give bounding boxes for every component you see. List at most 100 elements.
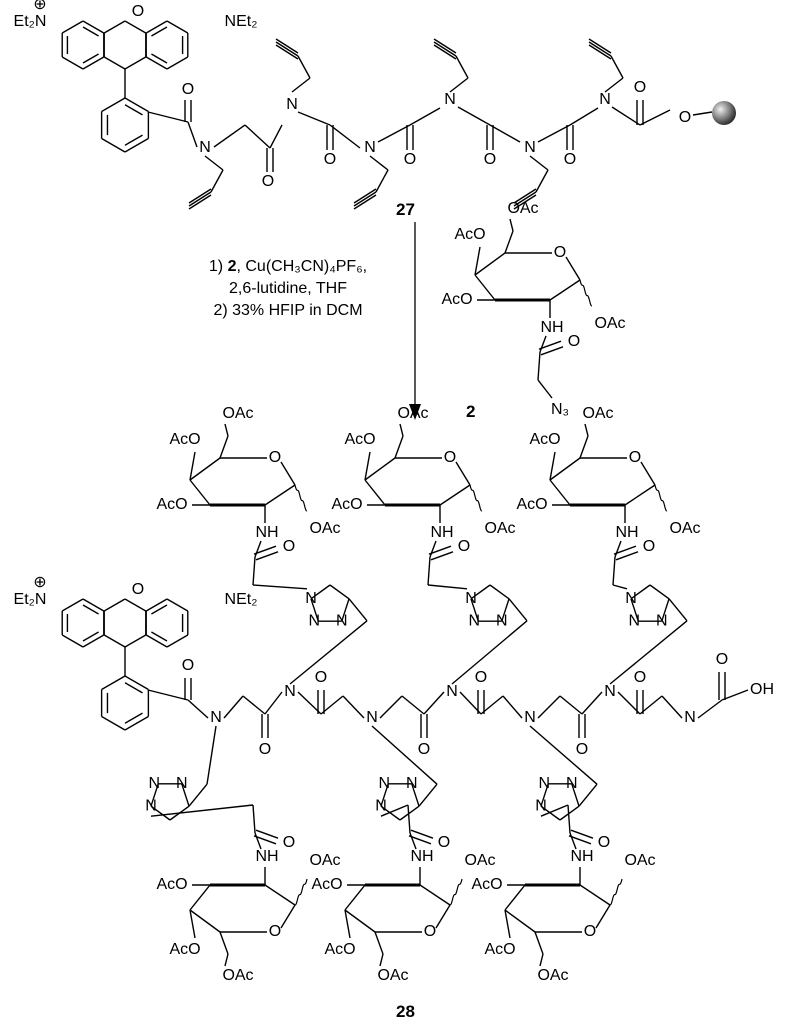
reaction-conditions: 1) 2, Cu(CH₃CN)₄PF₆, 2,6-lutidine, THF 2…	[168, 256, 408, 322]
bond	[188, 188, 212, 204]
bond	[457, 106, 491, 126]
bond	[150, 783, 159, 807]
amide-nh-label: NH	[615, 524, 638, 541]
bond	[187, 699, 209, 719]
bond	[364, 457, 396, 481]
bond	[124, 104, 143, 116]
bond	[535, 169, 549, 193]
acetoxy-label: AcO	[344, 431, 375, 448]
azide-label: N₃	[551, 401, 569, 418]
bond	[188, 191, 212, 207]
triazole-nitrogen: N	[176, 775, 188, 792]
bond	[166, 634, 189, 648]
bond	[380, 783, 389, 807]
ring-oxygen: O	[444, 449, 456, 466]
wavy-bond	[609, 878, 623, 906]
bond	[427, 584, 468, 590]
bond	[187, 121, 198, 148]
bond	[379, 695, 403, 719]
bond	[661, 695, 683, 719]
condition-step-2: 2) 33% HFIP in DCM	[213, 302, 363, 319]
acetoxy-label: OAc	[309, 852, 340, 869]
bond	[588, 44, 612, 60]
triazole-nitrogen: N	[336, 612, 348, 629]
carbonyl-oxygen: O	[182, 657, 194, 674]
bond	[224, 953, 229, 967]
bond	[584, 423, 589, 437]
carbonyl-oxygen: O	[576, 741, 588, 758]
bond	[166, 598, 189, 612]
bond	[252, 584, 308, 590]
diethylamino-label: NEt₂	[225, 591, 258, 608]
bond	[427, 556, 431, 586]
acetoxy-label: OAc	[222, 405, 253, 422]
bond	[145, 598, 168, 612]
acetoxy-label: AcO	[516, 496, 547, 513]
bond	[255, 551, 279, 561]
bond	[559, 695, 583, 715]
bond	[559, 805, 580, 821]
bond	[537, 124, 571, 143]
bond	[504, 909, 511, 939]
carbonyl-oxygen: O	[283, 538, 295, 555]
bond	[124, 634, 147, 648]
amide-nh-label: NH	[255, 848, 278, 865]
bond	[614, 540, 622, 558]
condition-step-1: 1) 2, Cu(CH₃CN)₄PF₆,	[168, 256, 408, 278]
ring-oxygen: O	[424, 923, 436, 940]
bond	[470, 598, 479, 622]
acetoxy-label: OAc	[582, 405, 613, 422]
bond	[411, 783, 420, 807]
triazole-nitrogen: N	[308, 612, 320, 629]
acetoxy-label: OAc	[669, 520, 700, 537]
triazole-nitrogen: N	[535, 797, 547, 814]
carbonyl-oxygen: O	[458, 538, 470, 555]
bond	[210, 169, 224, 193]
bond	[529, 155, 549, 171]
bond	[513, 194, 537, 210]
ring-oxygen: O	[269, 449, 281, 466]
bond	[253, 545, 277, 555]
carbonyl-oxygen: O	[438, 834, 450, 851]
triazole-nitrogen: N	[465, 590, 477, 607]
bond	[613, 545, 637, 555]
triazole-nitrogen: N	[566, 775, 578, 792]
bond	[502, 695, 523, 719]
triazole-nitrogen: N	[145, 797, 157, 814]
ring-oxygen: O	[554, 244, 566, 261]
bond	[504, 909, 536, 933]
bond	[408, 835, 432, 845]
bond	[280, 904, 296, 929]
bond	[401, 695, 425, 715]
bond	[364, 451, 371, 481]
bond	[549, 451, 556, 481]
bond	[188, 783, 208, 807]
bond	[399, 805, 420, 821]
bond	[565, 256, 581, 281]
bond	[508, 598, 528, 622]
bond	[470, 584, 491, 600]
bond	[430, 551, 454, 561]
bond	[242, 695, 266, 715]
bond	[181, 783, 190, 807]
bond	[291, 77, 311, 93]
bond	[61, 634, 84, 648]
acetoxy-label: OAc	[594, 315, 625, 332]
bond	[124, 134, 143, 146]
bond	[254, 832, 262, 850]
bond	[297, 691, 322, 715]
acetoxy-label: AcO	[484, 941, 515, 958]
bond	[254, 540, 262, 558]
amide-nh-label: NH	[255, 524, 278, 541]
bond	[82, 20, 105, 34]
bond	[264, 884, 296, 906]
wavy-bond	[449, 878, 463, 906]
arrow-head-icon	[409, 404, 421, 420]
bond	[649, 584, 670, 600]
bond	[189, 884, 211, 911]
bond	[489, 584, 510, 600]
bond	[101, 675, 126, 691]
bond	[615, 551, 639, 561]
bond	[82, 634, 105, 648]
bond	[721, 689, 749, 701]
